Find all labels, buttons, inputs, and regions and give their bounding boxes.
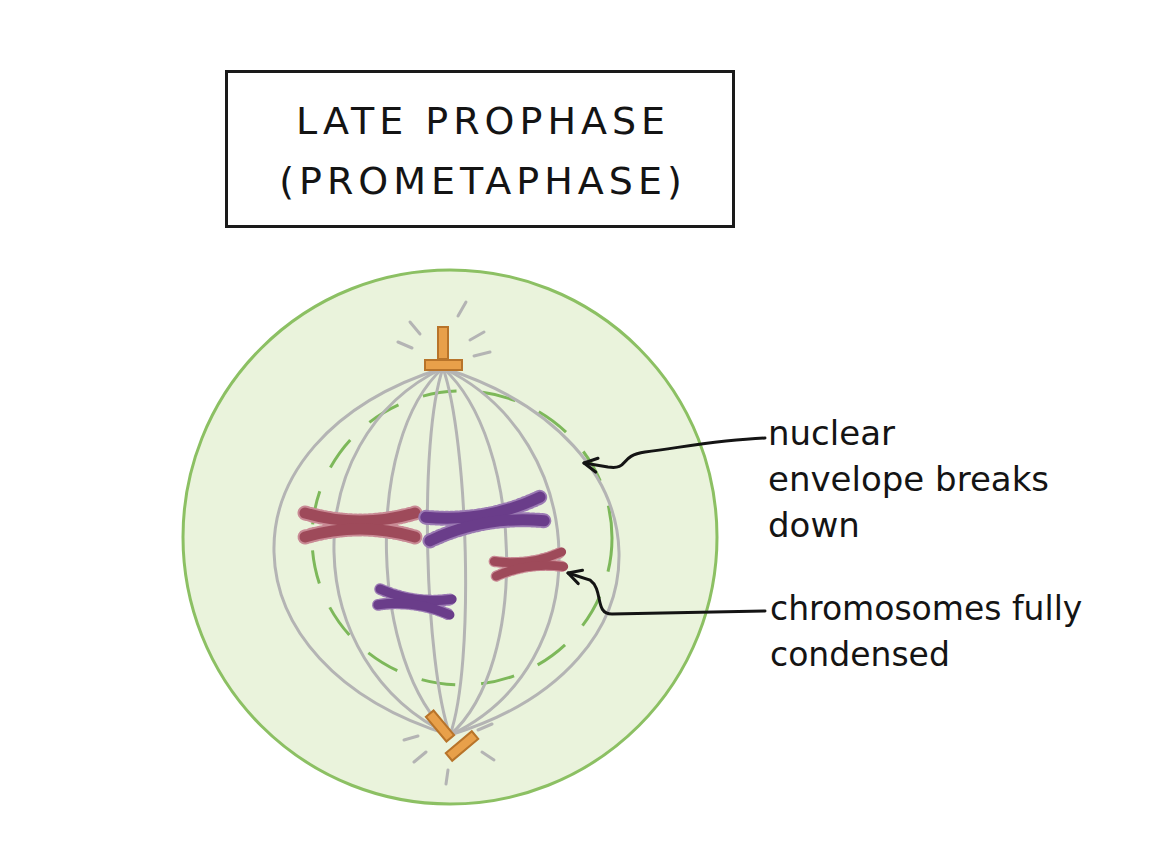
centriole xyxy=(446,731,478,761)
spindle-fibres xyxy=(274,368,619,735)
chromatid xyxy=(305,529,415,537)
cell-membrane xyxy=(183,270,717,804)
chromosome xyxy=(494,552,564,576)
spindle-fibre xyxy=(334,368,450,735)
chromosome xyxy=(378,589,452,615)
astral-ray xyxy=(482,752,494,760)
astral-ray xyxy=(470,332,484,340)
astral-ray xyxy=(404,736,418,740)
astral-ray xyxy=(410,322,420,334)
chromatid-fuzz xyxy=(305,529,415,537)
diagram-title: LATE PROPHASE (PROMETAPHASE) xyxy=(248,91,718,211)
spindle-fibre xyxy=(386,368,450,735)
astral-ray xyxy=(458,302,466,316)
centriole xyxy=(438,327,448,359)
astral-ray xyxy=(446,770,448,784)
chromatid xyxy=(305,513,415,521)
spindle-fibre xyxy=(443,368,466,735)
leader-line xyxy=(568,573,765,614)
nuclear-envelope xyxy=(312,391,612,685)
spindle-fibre xyxy=(443,368,559,735)
centriole xyxy=(425,360,462,370)
centrosome xyxy=(425,327,462,370)
chromosome xyxy=(305,513,415,537)
spindle-fibre xyxy=(427,368,450,735)
astral-ray xyxy=(474,352,490,356)
spindle-fibre xyxy=(443,368,619,735)
callout-label: nuclear envelope breaks down xyxy=(768,410,1058,548)
title-box: LATE PROPHASE (PROMETAPHASE) xyxy=(225,70,735,228)
astral-ray xyxy=(398,342,412,348)
spindle-fibre xyxy=(443,368,507,735)
chromatid-fuzz xyxy=(305,513,415,521)
chromatid xyxy=(429,513,545,541)
astral-ray xyxy=(414,752,426,762)
chromatid xyxy=(378,600,451,615)
centrosome xyxy=(426,711,478,761)
chromatid xyxy=(496,562,564,576)
chromosome xyxy=(426,497,544,541)
callout-label: chromosomes fully condensed xyxy=(770,586,1090,678)
leader-line xyxy=(584,438,765,467)
astral-ray xyxy=(478,724,492,730)
centriole xyxy=(426,711,454,742)
spindle-fibre xyxy=(274,368,450,735)
